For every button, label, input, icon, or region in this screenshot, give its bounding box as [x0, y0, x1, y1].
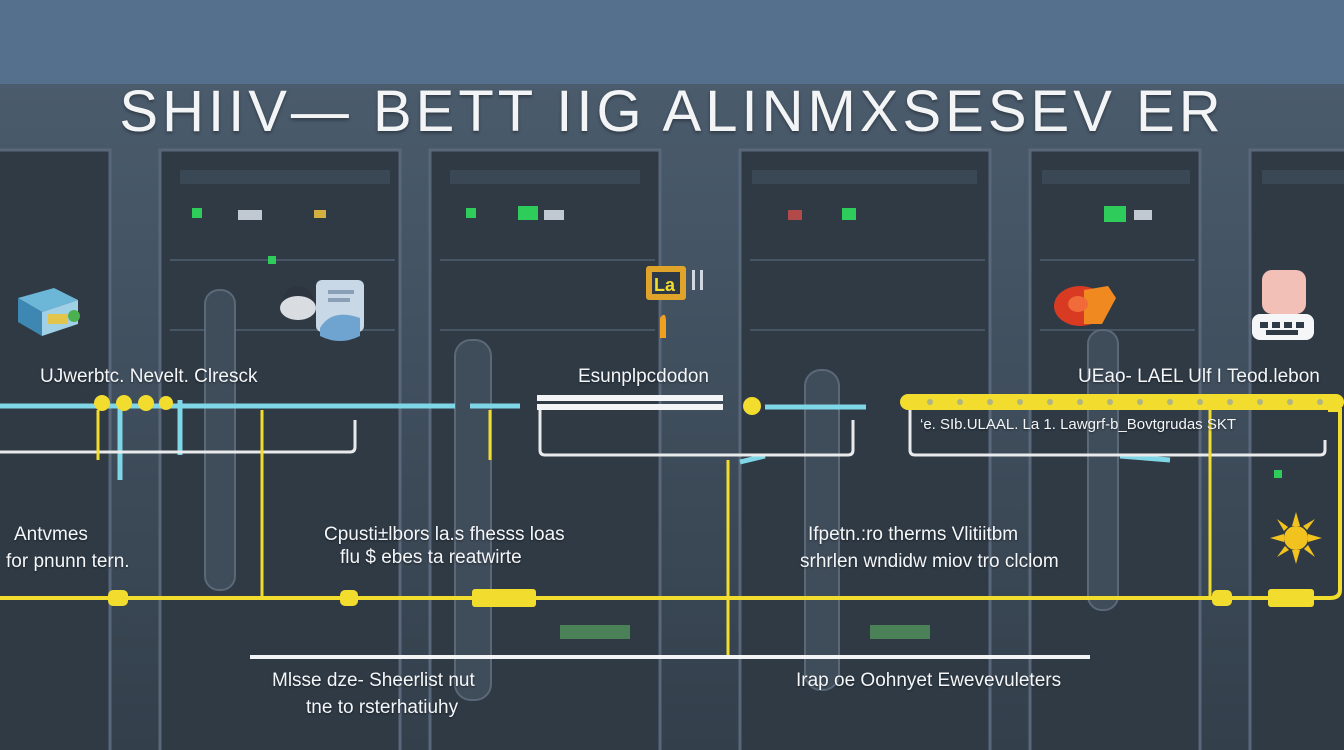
sun-gear-icon	[1270, 512, 1322, 564]
step-label-3: UEao- LAEL Ulf I Teod.lebon	[1078, 366, 1320, 387]
yellow-dotted-line-right	[900, 394, 1344, 410]
step-label-2: Esunplpcdodon	[578, 366, 709, 387]
keyboard-user-icon	[1252, 270, 1314, 340]
mid-label-1-line1: Antvmes	[14, 524, 88, 545]
mid-label-2-line1: Cpusti±lbors la.s fhesss loas	[324, 524, 565, 545]
white-dotted-bar	[537, 395, 723, 410]
bottom-label-1-line2: tne to rsterhatiuhy	[306, 697, 459, 718]
yellow-dots-left	[94, 395, 173, 411]
yellow-timeline	[0, 408, 1342, 600]
step-label-1: UJwerbtc. Nevelt. Clresck	[40, 366, 258, 387]
step-note: ‘e. SIb.ULAAL. La 1. Lawgrf-b_Bovtgrudas…	[920, 416, 1237, 433]
mid-label-1-line2: for pnunn tern.	[6, 551, 130, 572]
user-documents-icon	[280, 280, 364, 341]
fire-alert-icon	[1054, 286, 1116, 326]
server-box-icon	[18, 288, 80, 336]
svg-text:La: La	[654, 275, 676, 295]
bottom-label-2-line1: Irap oe Oohnyet Ewevevuleters	[796, 670, 1062, 691]
mid-label-3-line2: srhrlen wndidw miov tro clclom	[800, 551, 1059, 572]
cyan-connector	[0, 400, 1171, 480]
mid-label-3-line1: Ifpetn.:ro therms Vlitiitbm	[808, 524, 1019, 545]
bottom-label-1-line1: Mlsse dze- Sheerlist nut	[272, 670, 475, 691]
mid-label-2-line2: flu $ ebes ta reatwirte	[340, 547, 522, 568]
yellow-dot-center	[743, 397, 761, 415]
diagram-title: SHIIV— BETT IIG ALINMXSESEV ER	[119, 79, 1225, 144]
lock-badge-icon: La	[646, 266, 703, 338]
